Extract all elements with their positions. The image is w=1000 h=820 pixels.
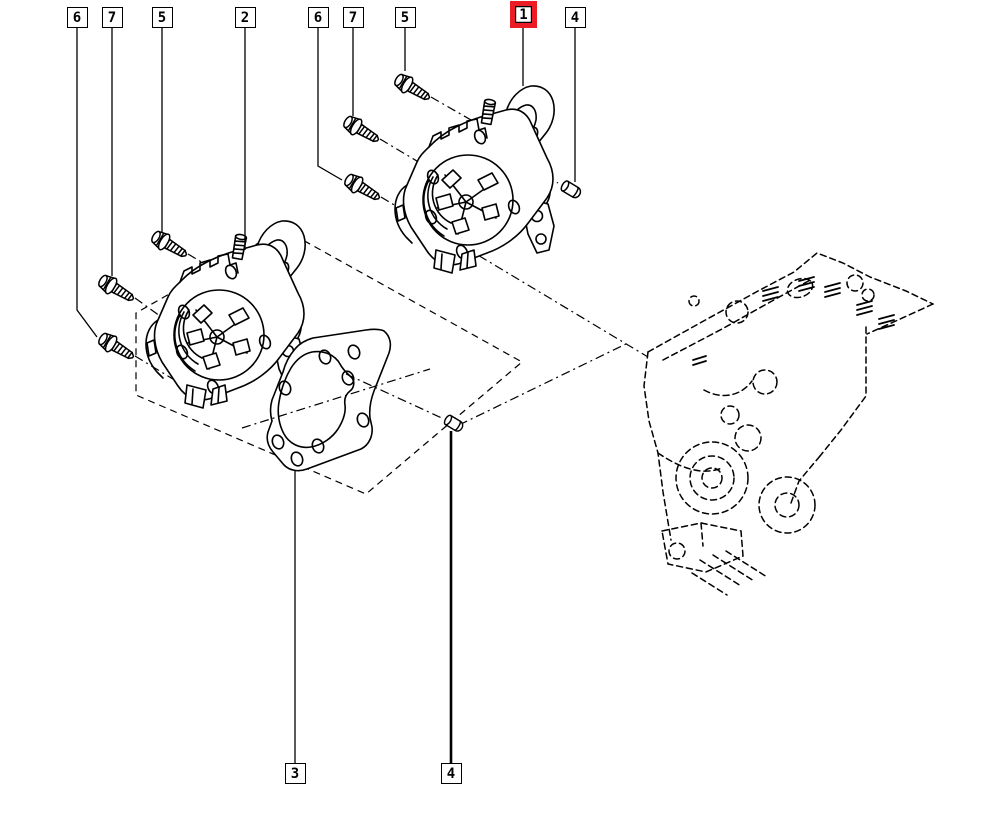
callout-7b[interactable]: 7 <box>342 7 364 28</box>
bolt-lower-7 <box>95 271 139 308</box>
bolt-upper-5 <box>391 70 435 107</box>
axis-plug-to-block <box>458 341 631 426</box>
bolt-upper-6 <box>341 170 385 207</box>
callout-2[interactable]: 2 <box>234 7 256 28</box>
axis-lines-front <box>241 368 445 429</box>
callout-4a[interactable]: 4 <box>564 7 586 28</box>
gasket <box>266 328 392 472</box>
leader-callout-6a <box>76 27 98 338</box>
bolt-upper-7 <box>340 112 384 149</box>
axis-bolt-upper-7 <box>379 138 438 174</box>
leader-lines <box>76 27 576 763</box>
thread-marks <box>692 276 895 366</box>
callout-5b[interactable]: 5 <box>394 7 416 28</box>
callout-6a[interactable]: 6 <box>66 7 88 28</box>
callout-3[interactable]: 3 <box>284 763 306 784</box>
axis-bolt-lower-7 <box>134 297 161 317</box>
axis-bolt-upper-5 <box>430 96 479 125</box>
bolt-lower-6 <box>95 329 139 366</box>
callout-1-selected[interactable]: 1 <box>510 1 537 28</box>
stud-pin <box>559 179 584 201</box>
callout-4b[interactable]: 4 <box>440 763 462 784</box>
axis-through-gasket <box>241 368 431 429</box>
callout-6b[interactable]: 6 <box>307 7 329 28</box>
leader-callout-6b <box>317 27 343 181</box>
bolt-lower-5 <box>148 227 192 264</box>
dowel-plug <box>442 413 466 434</box>
upper-water-pump <box>394 85 555 274</box>
callout-5a[interactable]: 5 <box>151 7 173 28</box>
callout-7a[interactable]: 7 <box>101 7 123 28</box>
kit-boundary <box>135 228 524 495</box>
axis-gasket-to-plug <box>345 373 445 420</box>
engine-block <box>643 252 934 596</box>
